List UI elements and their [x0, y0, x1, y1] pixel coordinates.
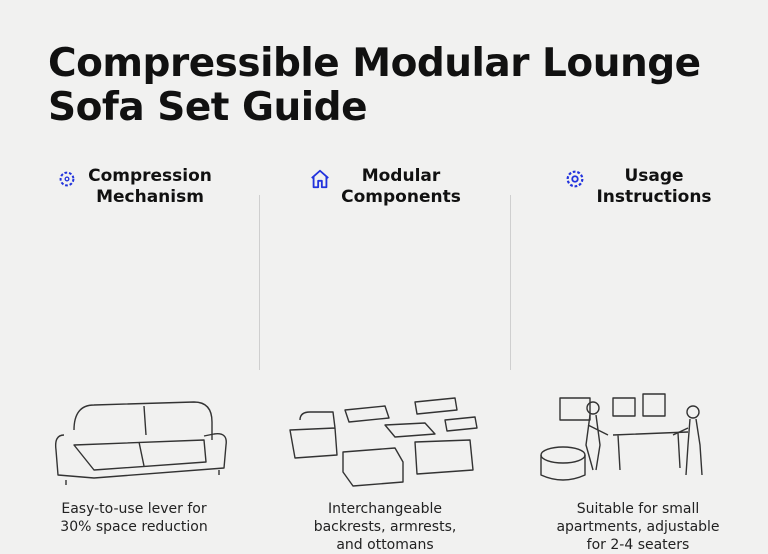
settings-icon — [567, 170, 584, 188]
heading: Mechanism — [96, 187, 204, 207]
heading: Instructions — [596, 187, 712, 207]
home-icon — [311, 169, 329, 189]
divider — [259, 195, 260, 370]
description: and ottomans — [336, 537, 434, 553]
usage-illustration — [540, 393, 703, 481]
gear-icon — [59, 171, 75, 187]
sofa-illustration — [54, 401, 227, 485]
description: Interchangeable — [327, 501, 443, 517]
divider — [510, 195, 511, 370]
description: 30% space reduction — [60, 519, 208, 535]
description: backrests, armrests, — [313, 519, 457, 535]
heading: Compression — [88, 166, 212, 186]
page-title: Compressible Modular Lounge Sofa Set Gui… — [48, 42, 701, 130]
heading: Usage — [624, 166, 684, 186]
title-line-1: Compressible Modular Lounge — [48, 41, 701, 86]
modular-components-illustration — [289, 397, 478, 487]
heading: Modular — [361, 166, 441, 186]
title-line-2: Sofa Set Guide — [48, 85, 368, 130]
description: apartments, adjustable — [556, 519, 720, 535]
description: for 2-4 seaters — [586, 537, 690, 553]
heading: Components — [341, 187, 461, 207]
description: Suitable for small — [576, 501, 700, 517]
description: Easy-to-use lever for — [61, 501, 207, 517]
